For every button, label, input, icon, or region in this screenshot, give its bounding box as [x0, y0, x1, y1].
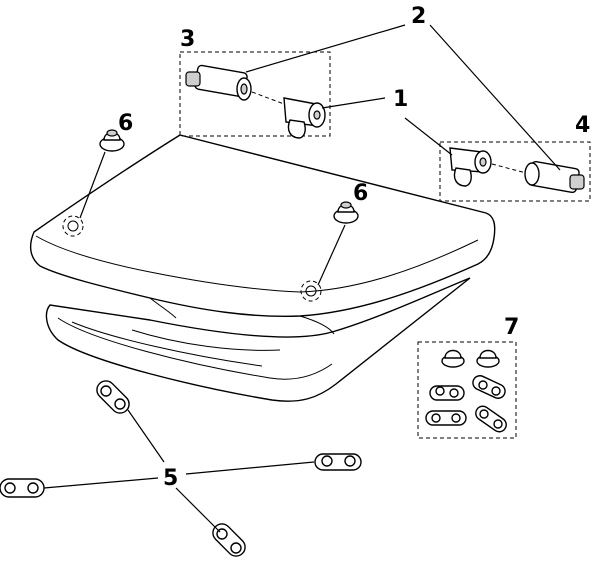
fixing-plate-2 [0, 478, 45, 498]
buffer-top-right [333, 201, 359, 224]
callout-7: 7 [504, 315, 519, 340]
kit-plate-1 [429, 385, 465, 401]
callout-6-right: 6 [353, 181, 368, 206]
fixing-kit [417, 341, 517, 439]
buffer-position-right [300, 280, 322, 302]
hinge-set-right [439, 141, 591, 202]
kit-plate-2 [472, 375, 506, 399]
buffer-position-left [62, 215, 84, 237]
kit-plate-4 [475, 405, 507, 433]
kit-buffer-1 [441, 349, 465, 368]
seat-ring [45, 277, 471, 402]
fixing-plate-3 [314, 453, 362, 471]
callout-5: 5 [163, 466, 178, 491]
fixing-plate-1 [96, 380, 130, 414]
hinge-set-left [179, 51, 331, 139]
buffer-top-left [99, 129, 125, 152]
callout-6-left: 6 [118, 111, 133, 136]
fixing-plate-4 [212, 523, 246, 557]
kit-buffer-2 [476, 349, 500, 368]
callout-3: 3 [180, 27, 195, 52]
callout-4: 4 [575, 113, 590, 138]
kit-plate-3 [425, 410, 467, 426]
callout-2: 2 [411, 4, 426, 29]
callout-1: 1 [393, 87, 408, 112]
seat-lid [29, 134, 496, 335]
